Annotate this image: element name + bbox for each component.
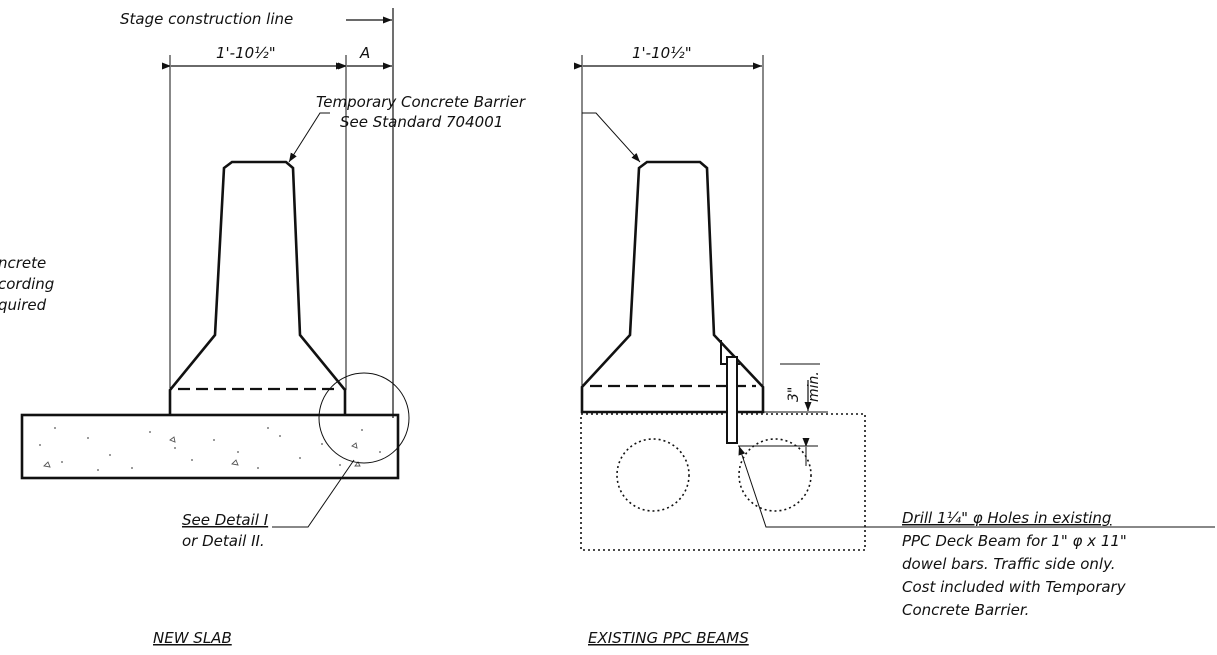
- stage-construction-line-label: Stage construction line: [120, 10, 293, 28]
- barrier-leader-left: [288, 112, 330, 163]
- slab-concrete-hatching: [39, 427, 381, 471]
- drill-note-line-3: dowel bars. Traffic side only.: [902, 555, 1116, 573]
- detail-callout-circle: [318, 372, 410, 464]
- barrier-width-dimension: 1'-10½": [216, 44, 276, 62]
- drill-note-leader: [738, 445, 1215, 528]
- new-slab: [20, 413, 400, 480]
- slab-aggregate-marks: [43, 436, 361, 468]
- a-dimension-label: A: [359, 44, 370, 62]
- right-barrier-width-dimension: 1'-10½": [632, 44, 692, 62]
- side-note-line-1: ncrete: [0, 254, 46, 272]
- see-detail-label: See Detail I: [182, 511, 269, 529]
- see-detail-label-2: or Detail II.: [182, 532, 265, 550]
- min-dimension-unit: min.: [806, 371, 822, 402]
- drill-note-line-2: PPC Deck Beam for 1" φ x 11": [902, 532, 1127, 550]
- side-note-line-2: cording: [0, 275, 54, 293]
- new-slab-title: NEW SLAB: [153, 629, 232, 647]
- drill-note-line-5: Concrete Barrier.: [902, 601, 1029, 619]
- min-dimension-value: 3": [786, 387, 802, 402]
- temporary-concrete-barrier-right: [580, 160, 765, 414]
- new-slab-detail: Stage construction line 1'-10½" A: [0, 8, 410, 647]
- existing-ppc-beams-title: EXISTING PPC BEAMS: [588, 629, 749, 647]
- see-detail-leader: [272, 459, 355, 528]
- ppc-beam-void-right: [738, 438, 812, 512]
- dowel-bar: [726, 356, 738, 444]
- existing-ppc-beams-detail: 1'-10½" 3" min. Drill 1¼" φ Holes in exi…: [574, 44, 1215, 647]
- ppc-beam-void-left: [616, 438, 690, 512]
- barrier-label-line-2: See Standard 704001: [340, 113, 503, 131]
- side-note-line-3: quired: [0, 296, 47, 314]
- drill-note-line-1: Drill 1¼" φ Holes in existing: [902, 509, 1111, 527]
- ppc-deck-beam: [580, 413, 866, 551]
- drill-note-line-4: Cost included with Temporary: [902, 578, 1127, 596]
- barrier-leader-right: [582, 112, 641, 163]
- temporary-concrete-barrier-left: [168, 160, 347, 415]
- barrier-callout: Temporary Concrete Barrier See Standard …: [288, 93, 641, 163]
- barrier-label-line-1: Temporary Concrete Barrier: [316, 93, 526, 111]
